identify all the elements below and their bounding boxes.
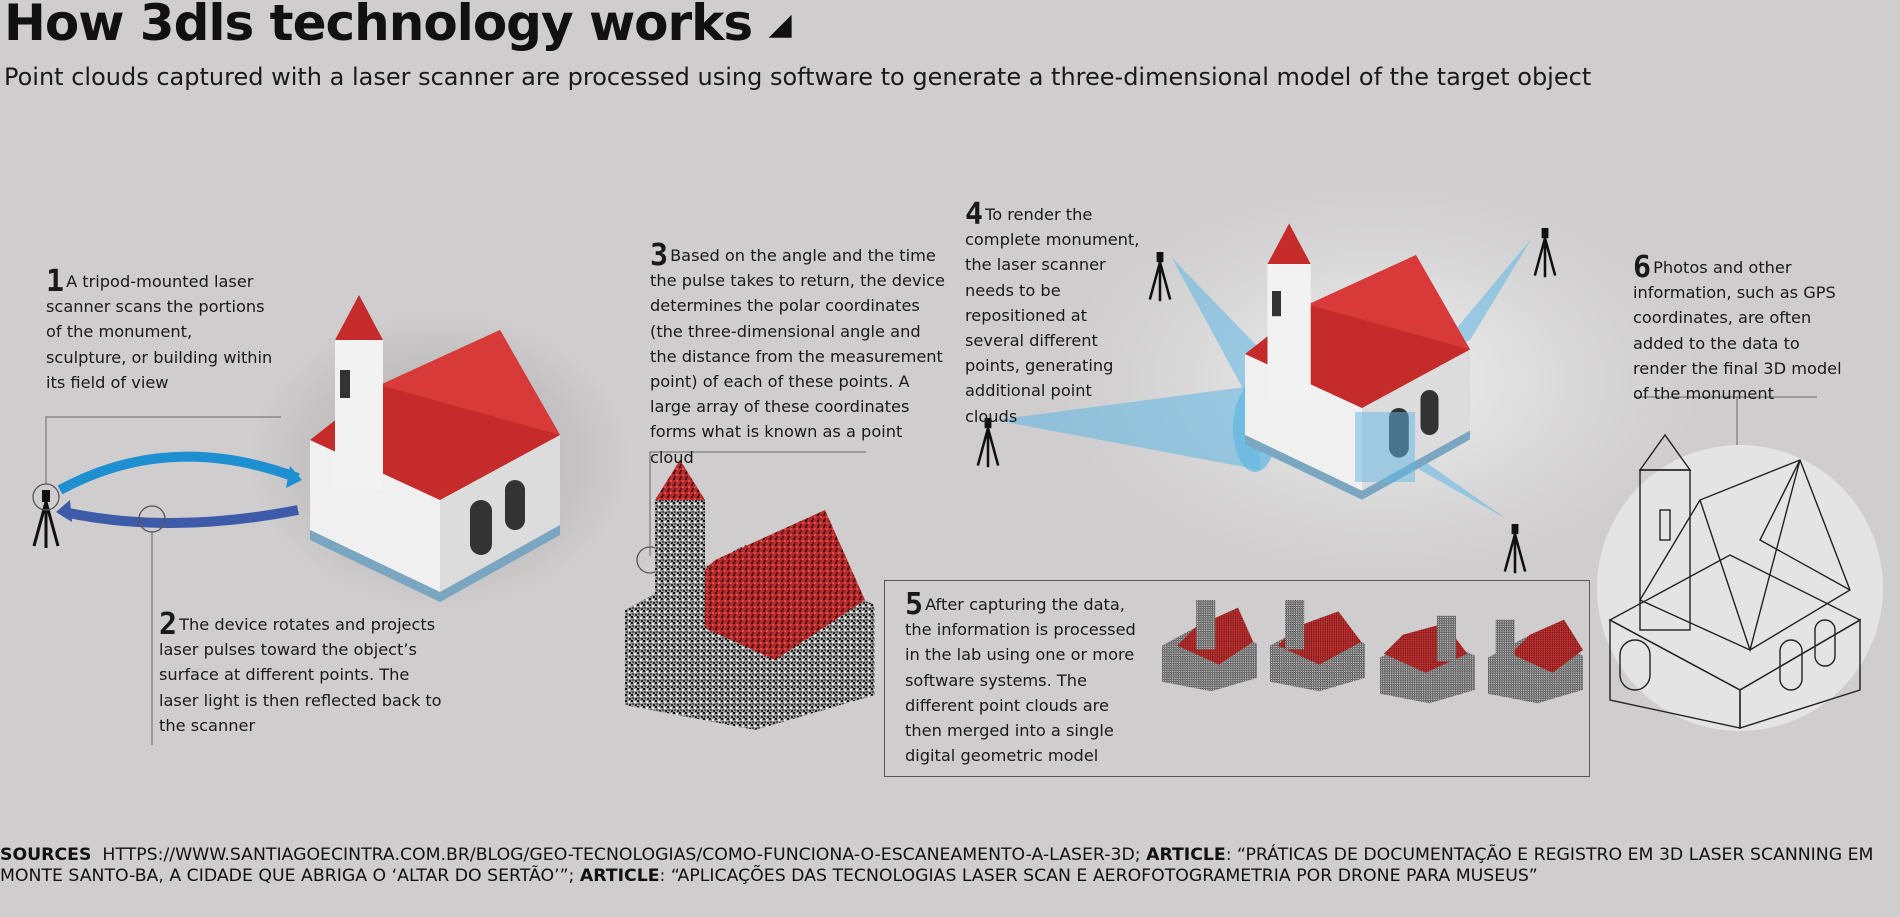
sources-url: HTTPS://WWW.SANTIAGOECINTRA.COM.BR/BLOG/… bbox=[102, 845, 1141, 865]
step-number: 4 bbox=[965, 197, 983, 232]
step-number: 6 bbox=[1633, 250, 1651, 285]
sources-label: SOURCES bbox=[0, 845, 92, 865]
step-number: 3 bbox=[650, 238, 668, 273]
article-title: : “PRÁTICAS DE DOCUMENTAÇÃO E REGISTRO E… bbox=[0, 845, 1874, 886]
step-number: 1 bbox=[46, 264, 64, 299]
article-label: ARTICLE bbox=[1146, 845, 1226, 865]
article-label: ARTICLE bbox=[579, 866, 660, 886]
triangle-icon: ◢ bbox=[768, 7, 792, 42]
page-subtitle: Point clouds captured with a laser scann… bbox=[4, 63, 1592, 91]
sources-footer: SOURCES HTTPS://WWW.SANTIAGOECINTRA.COM.… bbox=[0, 845, 1890, 887]
step-number: 5 bbox=[905, 587, 923, 622]
step-number: 2 bbox=[159, 607, 177, 642]
step-5-frame bbox=[884, 580, 1590, 777]
article-title: : “APLICAÇÕES DAS TECNOLOGIAS LASER SCAN… bbox=[659, 866, 1538, 886]
page-title: How 3dls technology works ◢ bbox=[4, 0, 792, 52]
